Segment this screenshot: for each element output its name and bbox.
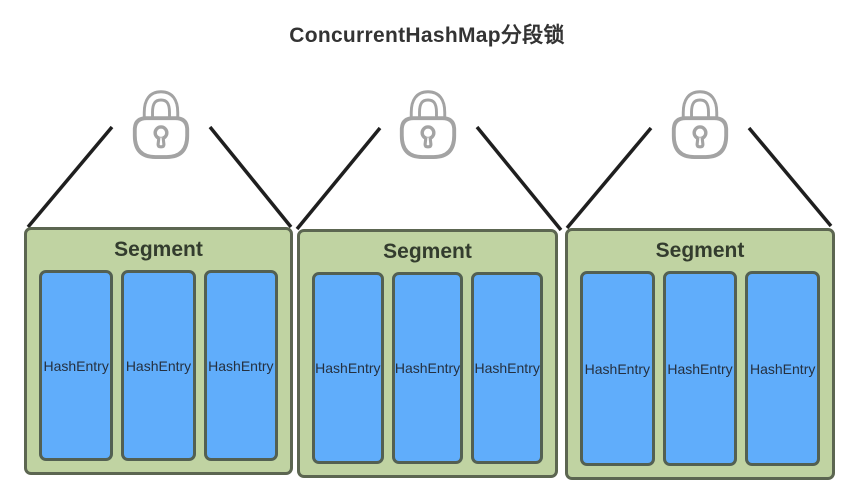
entry-row: HashEntry HashEntry HashEntry	[568, 271, 832, 477]
lock-icon	[399, 90, 457, 159]
hashentry-label: HashEntry	[584, 360, 651, 377]
hashentry-box: HashEntry	[391, 272, 464, 464]
segment-box: Segment HashEntry HashEntry HashEntry	[24, 227, 293, 475]
hashentry-label: HashEntry	[315, 360, 381, 376]
hashentry-label: HashEntry	[208, 357, 274, 374]
entry-row: HashEntry HashEntry HashEntry	[300, 272, 555, 475]
connector-line	[295, 126, 382, 231]
connector-line	[26, 125, 114, 229]
segment-box: Segment HashEntry HashEntry HashEntry	[565, 228, 835, 480]
segment-label: Segment	[655, 239, 745, 262]
connector-line	[208, 125, 293, 229]
hashentry-label: HashEntry	[750, 360, 816, 377]
hashentry-box: HashEntry	[580, 271, 655, 466]
hashentry-box: HashEntry	[745, 271, 821, 466]
hashentry-box: HashEntry	[121, 270, 196, 461]
connector-line	[565, 126, 653, 230]
hashentry-box: HashEntry	[203, 270, 278, 461]
hashentry-label: HashEntry	[667, 360, 733, 377]
hashentry-box: HashEntry	[39, 270, 114, 461]
segment-box: Segment HashEntry HashEntry HashEntry	[297, 229, 558, 478]
lock-icon	[132, 90, 190, 159]
diagram-title: ConcurrentHashMap分段锁	[289, 24, 565, 47]
lock-icon	[671, 90, 729, 159]
hashentry-label: HashEntry	[125, 357, 192, 374]
entry-row: HashEntry HashEntry HashEntry	[27, 270, 290, 472]
hashentry-box: HashEntry	[312, 272, 384, 464]
hashentry-label: HashEntry	[43, 357, 109, 374]
segment-label: Segment	[383, 240, 472, 263]
segment-label: Segment	[114, 238, 203, 261]
hashentry-box: HashEntry	[662, 271, 738, 466]
hashentry-box: HashEntry	[471, 272, 544, 464]
connector-line	[747, 126, 833, 228]
hashentry-label: HashEntry	[474, 360, 540, 376]
connector-line	[475, 125, 563, 232]
hashentry-label: HashEntry	[394, 360, 461, 376]
